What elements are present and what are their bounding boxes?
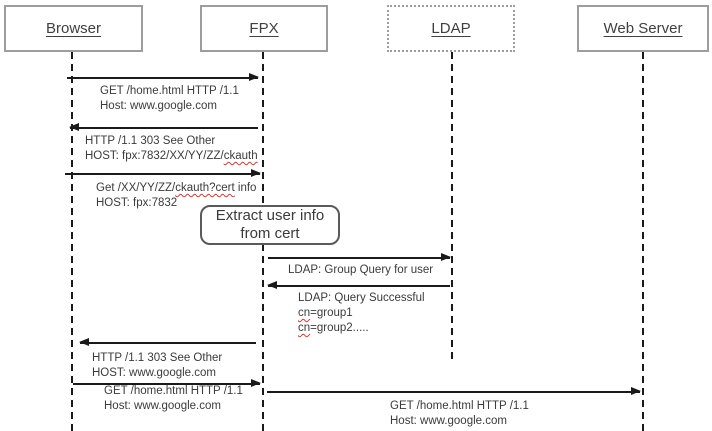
message-text: info <box>234 182 257 194</box>
actor-box-webserver: Web Server <box>577 5 709 52</box>
message-line: GET /home.html HTTP /1.1 <box>100 85 239 97</box>
message-text: =group1 <box>310 307 353 319</box>
message-text: HOST: fpx:7832/XX/YY/ZZ/ <box>85 150 224 162</box>
message-arrow-fpx-to-ldap-query <box>268 253 451 261</box>
message-label-get-home-1: GET /home.html HTTP /1.1 Host: www.googl… <box>100 84 239 114</box>
actor-label-fpx: FPX <box>249 20 279 37</box>
message-arrow-browser-to-fpx-1 <box>67 73 259 81</box>
message-line: cn=group2..... <box>298 321 425 336</box>
message-arrow-fpx-to-webserver <box>267 387 641 395</box>
actor-box-browser: Browser <box>4 5 143 52</box>
message-label-ldap-group-query: LDAP: Group Query for user <box>288 263 433 278</box>
message-label-303-google: HTTP /1.1 303 See Other HOST: www.google… <box>92 351 222 381</box>
message-line: HTTP /1.1 303 See Other <box>92 352 223 364</box>
message-line: HOST: www.google.com <box>92 367 216 379</box>
note-line: Extract user info <box>215 207 325 224</box>
message-line: LDAP: Group Query for user <box>288 264 434 276</box>
lifeline-ldap <box>451 52 453 360</box>
message-arrow-ldap-to-fpx-result <box>267 281 450 289</box>
message-line: GET /home.html HTTP /1.1 <box>104 385 243 397</box>
misspelled-word: ckauth <box>223 150 258 162</box>
message-line: Host: www.google.com <box>100 100 217 112</box>
message-line: Get /XX/YY/ZZ/ckauth?cert info <box>96 181 256 196</box>
lifeline-browser <box>71 52 73 431</box>
message-label-get-home-2: GET /home.html HTTP /1.1 Host: www.googl… <box>104 384 243 414</box>
message-line: Host: www.google.com <box>104 400 221 412</box>
misspelled-word: ckauth?cert <box>175 182 235 194</box>
lifeline-webserver <box>642 52 644 431</box>
message-label-ldap-query-successful: LDAP: Query Successful cn=group1 cn=grou… <box>298 291 425 336</box>
message-label-get-home-webserver: GET /home.html HTTP /1.1 Host: www.googl… <box>390 399 529 429</box>
message-text: =group2..... <box>310 322 369 334</box>
message-arrow-fpx-to-browser-303-google <box>79 338 256 346</box>
message-line: GET /home.html HTTP /1.1 <box>390 400 529 412</box>
message-label-303-ckauth: HTTP /1.1 303 See Other HOST: fpx:7832/X… <box>85 134 258 164</box>
actor-box-ldap: LDAP <box>387 5 515 52</box>
message-line: HOST: fpx:7832/XX/YY/ZZ/ckauth <box>85 149 258 164</box>
actor-label-browser: Browser <box>45 20 101 37</box>
message-label-get-ckauth-cert: Get /XX/YY/ZZ/ckauth?cert info HOST: fpx… <box>96 181 256 211</box>
misspelled-word: cn <box>298 307 311 319</box>
message-arrow-browser-to-fpx-ckauth <box>65 169 261 177</box>
message-line: Host: www.google.com <box>390 415 507 427</box>
actor-label-webserver: Web Server <box>603 20 683 37</box>
actor-box-fpx: FPX <box>200 5 328 52</box>
message-arrow-browser-to-fpx-2 <box>73 379 261 387</box>
message-text: Get /XX/YY/ZZ/ <box>96 182 176 194</box>
note-line: from cert <box>240 225 300 242</box>
actor-label-ldap: LDAP <box>431 20 471 37</box>
message-arrow-fpx-to-browser-303 <box>69 123 258 131</box>
message-line: HOST: fpx:7832 <box>96 197 178 209</box>
note-extract-user-info: Extract user info from cert <box>200 205 340 245</box>
message-line: HTTP /1.1 303 See Other <box>85 135 216 147</box>
message-line: LDAP: Query Successful <box>298 292 425 304</box>
message-line: cn=group1 <box>298 306 425 321</box>
misspelled-word: cn <box>298 322 311 334</box>
